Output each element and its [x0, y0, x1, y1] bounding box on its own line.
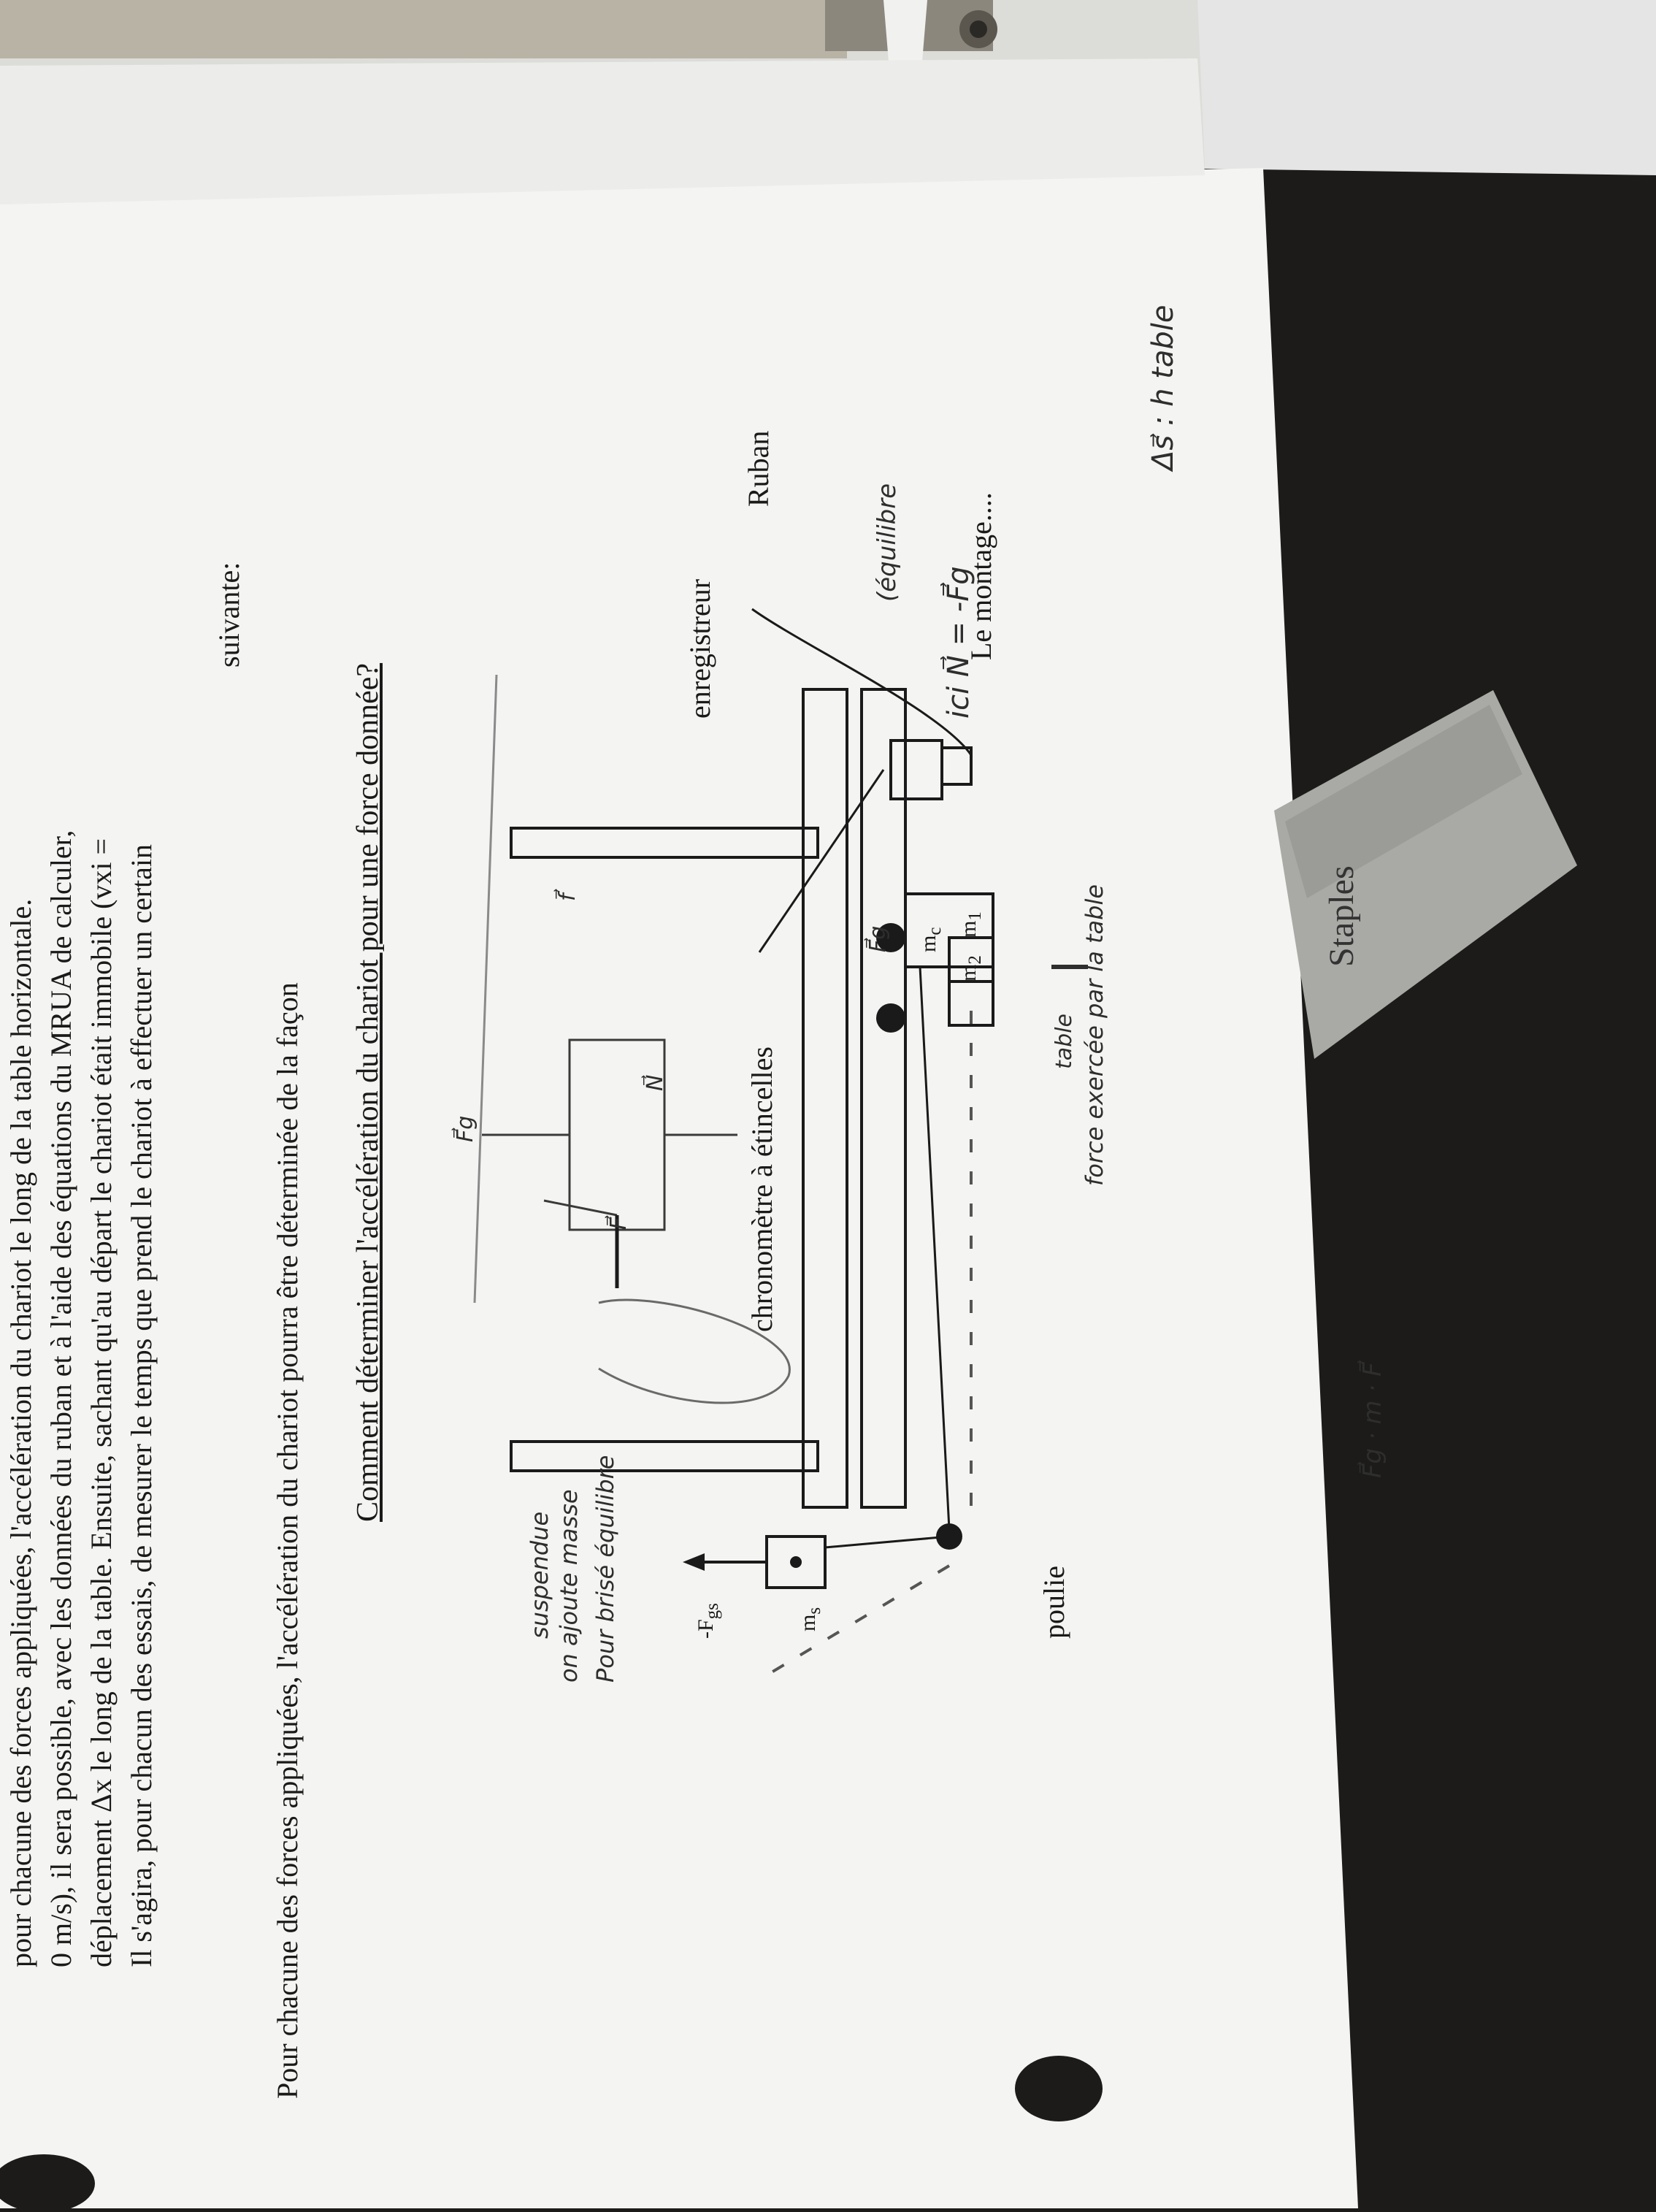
m2-label: m2	[957, 955, 985, 981]
montage-label: Le montage....	[965, 492, 997, 660]
para1-line1: Pour chacune des forces appliquées, l'ac…	[271, 982, 304, 2099]
fg-top-note: F⃗g	[865, 925, 891, 952]
equilibre-note: (équilibre	[873, 483, 902, 602]
ms-label: ms	[796, 1607, 824, 1631]
F-note: F⃗	[606, 1217, 632, 1230]
n-note: N⃗	[643, 1074, 668, 1091]
f-note: f⃗	[555, 893, 580, 901]
pour-note-2: on ajoute masse	[555, 1489, 583, 1683]
ruban-label-1: Ruban	[742, 430, 775, 507]
para2-line3: 0 m/s), il sera possible, avec les donné…	[45, 830, 77, 1967]
table-note: table	[1051, 1014, 1077, 1069]
section-heading: Comment déterminer l'accélération du cha…	[351, 662, 385, 1522]
worksheet-page	[0, 168, 1358, 2208]
pour-note-1: Pour brisé équilibre	[591, 1455, 619, 1683]
ruban-label-2: enregistreur	[683, 578, 716, 719]
force-table-note: force exercée par la table	[1081, 884, 1108, 1186]
delta-s-note: Δs⃗ : h table	[1146, 305, 1180, 470]
ruler-brand: Staples	[1322, 865, 1361, 967]
para1-line2: suivante:	[212, 562, 245, 667]
fgs-label: -Fgs	[694, 1603, 722, 1639]
poulie-label: poulie	[1038, 1566, 1070, 1639]
chrono-label: chronomètre à étincelles	[745, 1046, 778, 1332]
m1-label: m1	[957, 911, 985, 938]
pour-note-3: suspendue	[526, 1511, 553, 1639]
mc-label: mc	[916, 927, 945, 952]
para2-line2: déplacement Δx le long de la table. Ensu…	[85, 838, 118, 1967]
formula-note: F⃗g · m · F⃗	[1358, 1362, 1387, 1478]
fg-note: F⃗g	[453, 1115, 478, 1142]
para2-line4: pour chacune des forces appliquées, l'ac…	[4, 898, 37, 1967]
para2-line1: Il s'agira, pour chacun des essais, de m…	[125, 843, 158, 1967]
ruler	[1274, 690, 1577, 1059]
